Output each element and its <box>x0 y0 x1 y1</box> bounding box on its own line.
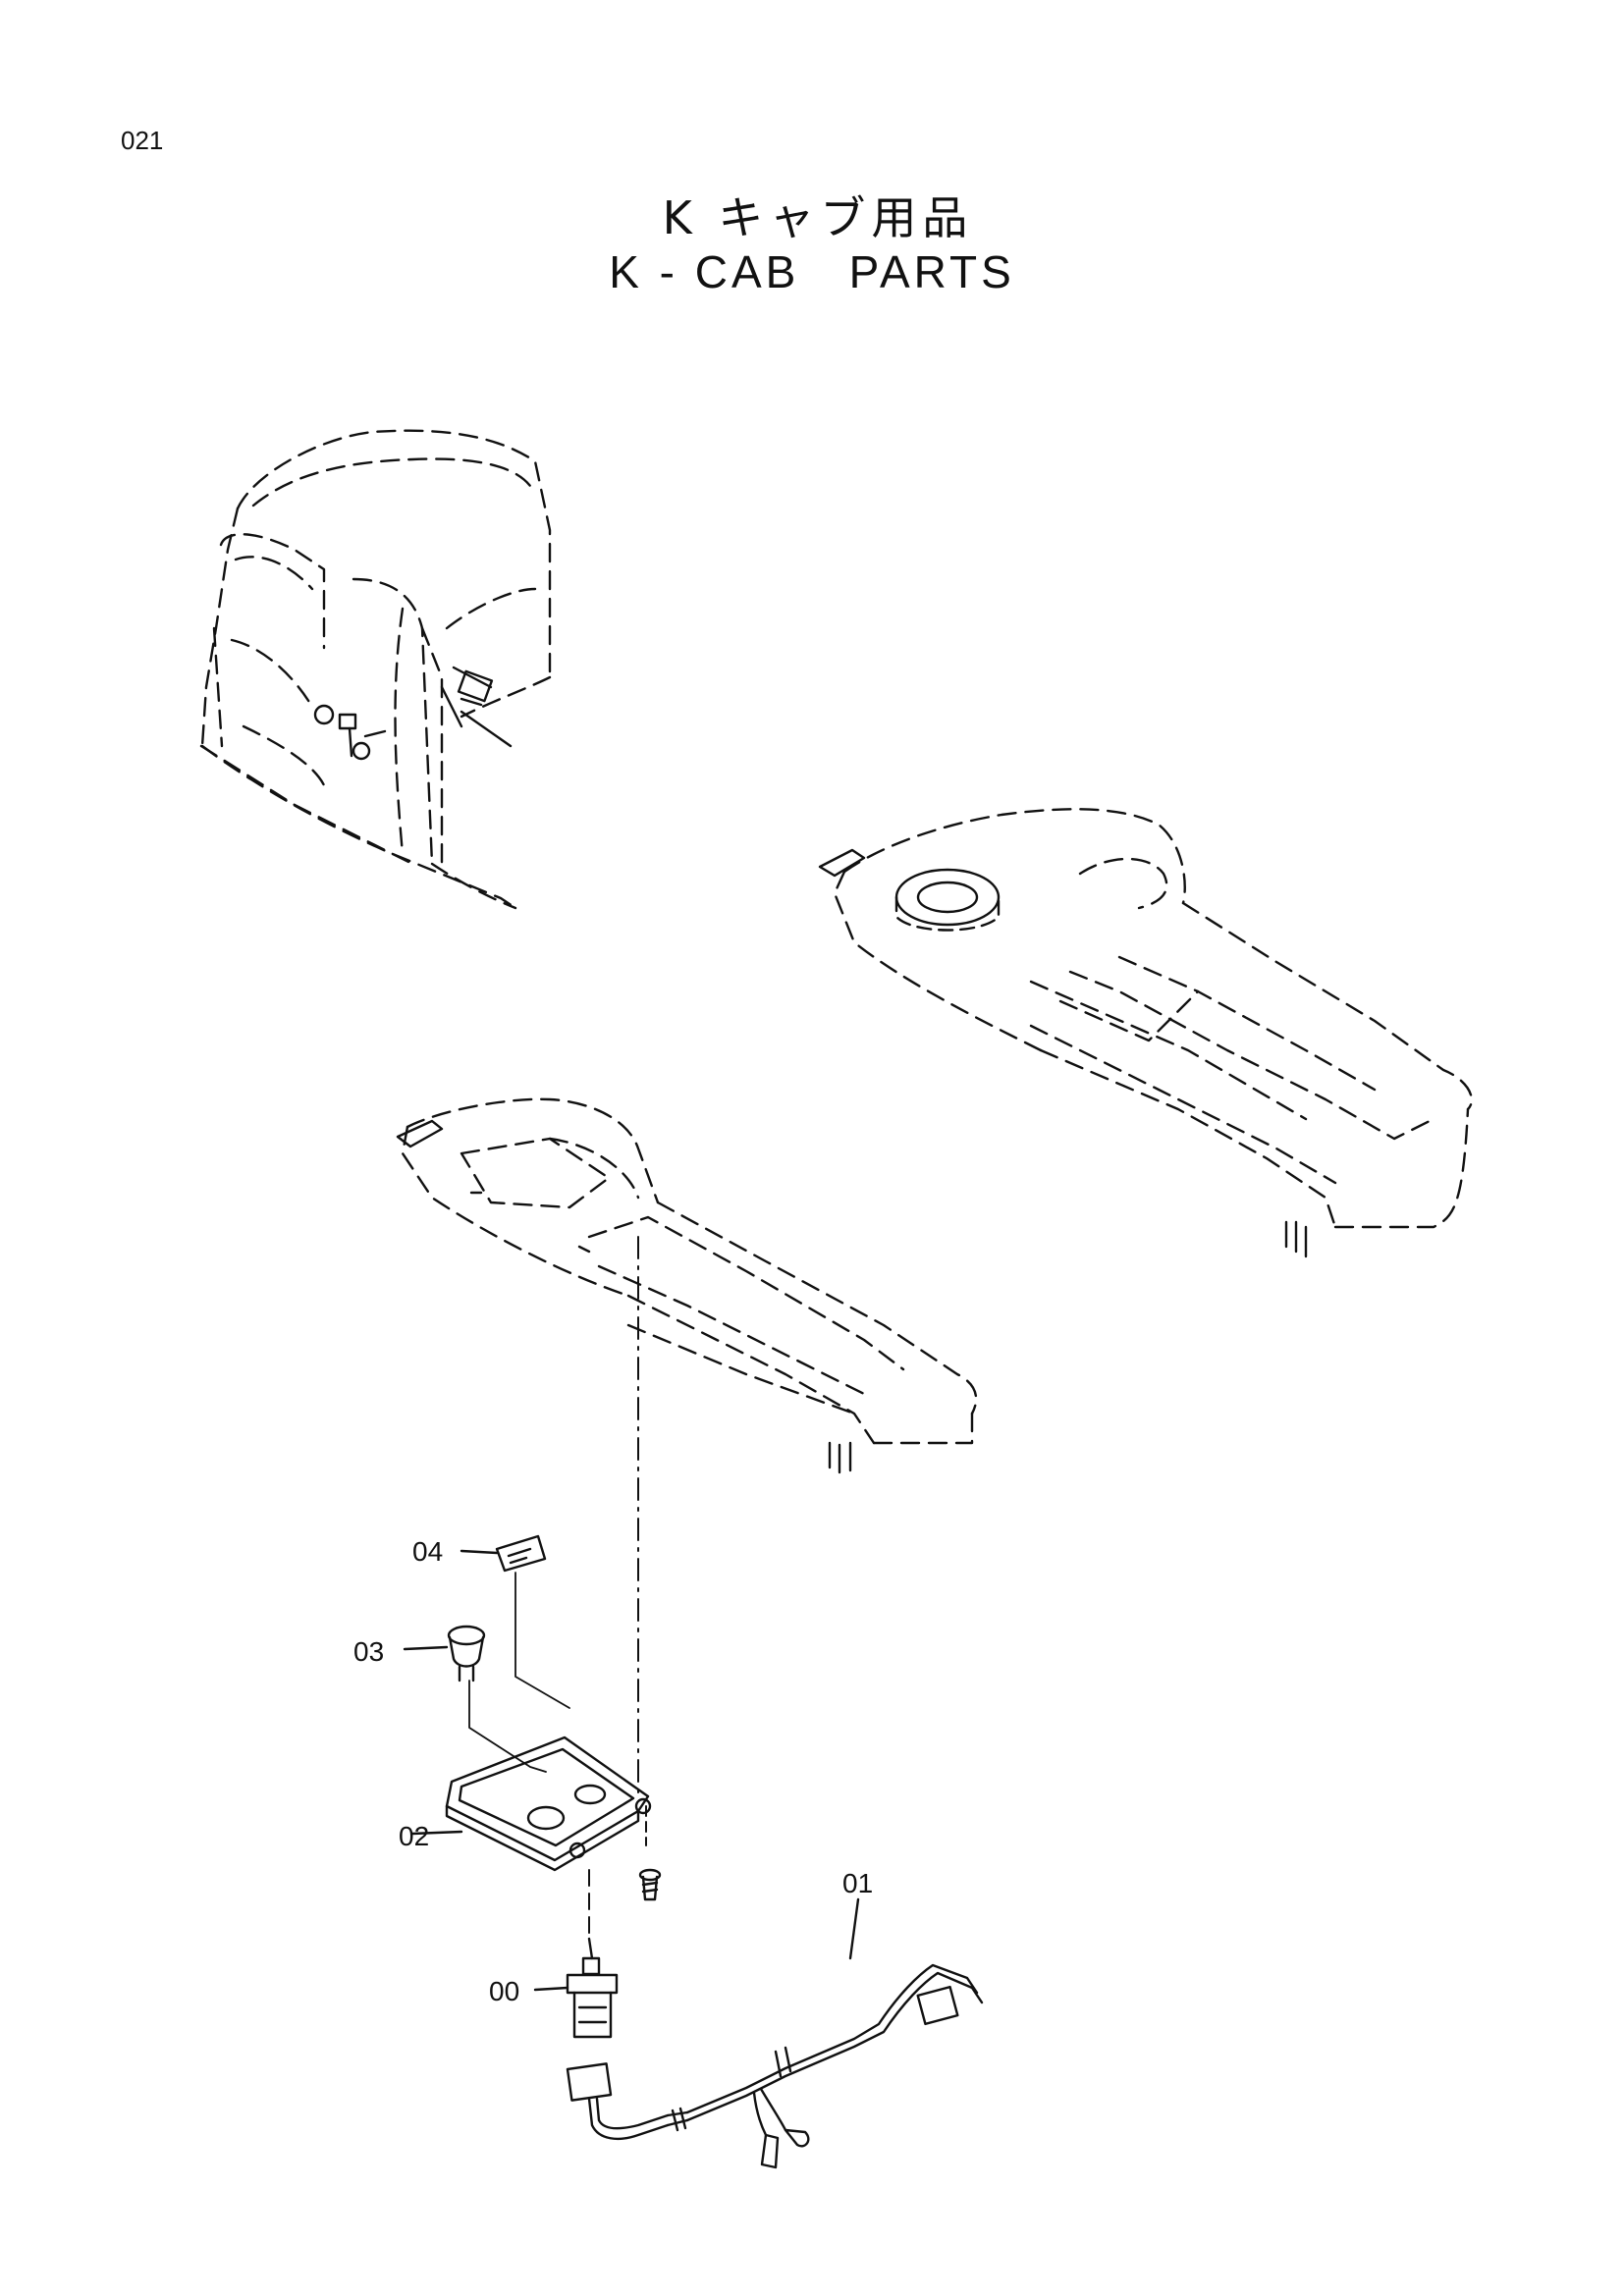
mounting-screw <box>638 1868 662 1901</box>
center-console-outline <box>401 1097 978 1445</box>
part-01-harness <box>566 1897 984 2169</box>
callout-label-01: 01 <box>842 1868 873 1898</box>
part-02-frame <box>410 1735 652 1872</box>
center-console-details <box>396 1119 852 1474</box>
callout-label-04: 04 <box>412 1536 443 1567</box>
cab-switch-location <box>313 666 513 761</box>
callout-leader-02 <box>411 1831 462 1835</box>
page-title-english: K - CAB PARTS <box>609 246 1015 297</box>
right-console-outline <box>833 808 1474 1229</box>
page-number: 021 <box>121 126 164 155</box>
callout-label-03: 03 <box>353 1636 384 1667</box>
callout-label-02: 02 <box>399 1821 429 1851</box>
callout-label-00: 00 <box>489 1976 519 2006</box>
page-title-japanese: K キャブ用品 <box>662 191 974 244</box>
part-04-plate <box>460 1534 570 1709</box>
part-00-toggle-switch <box>533 1937 619 2039</box>
part-03-plug <box>403 1625 547 1773</box>
right-console-cupholder <box>818 848 1308 1258</box>
cab-outline <box>199 429 552 910</box>
